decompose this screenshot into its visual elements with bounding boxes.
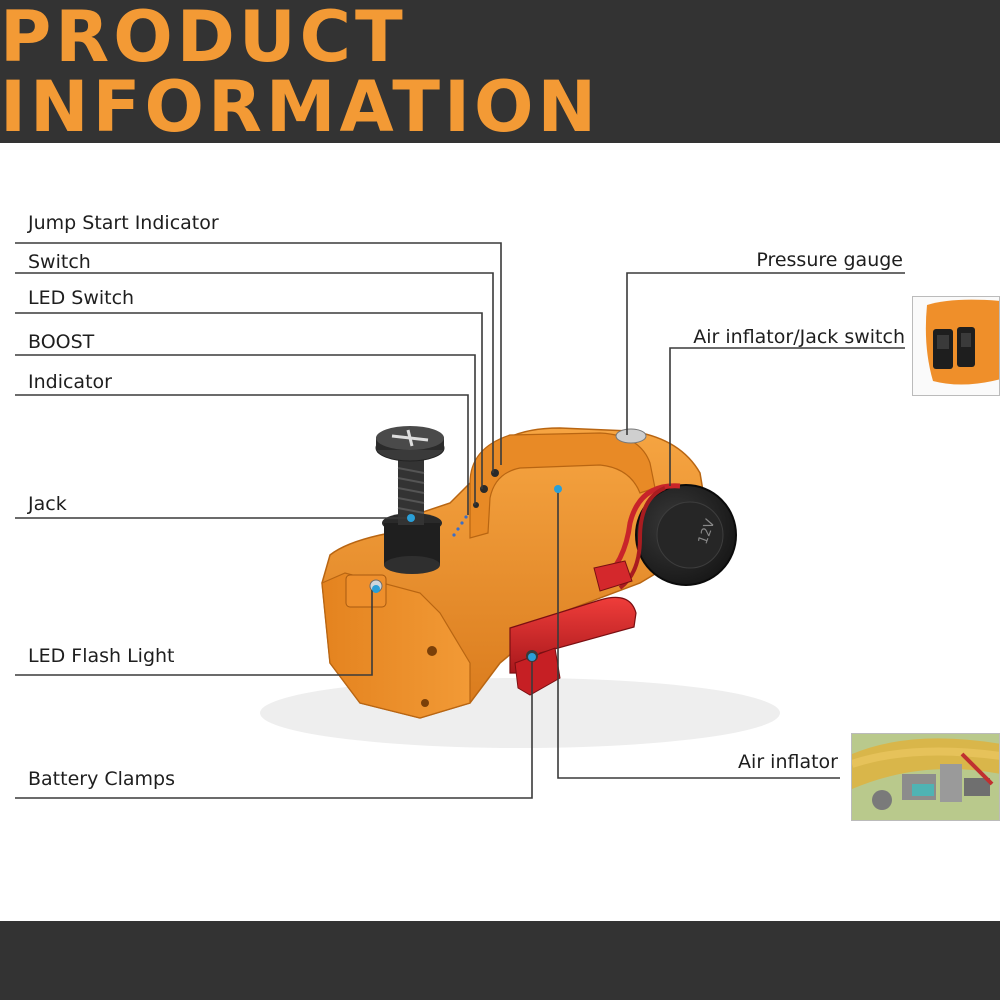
- page-title: PRODUCT INFORMATION: [0, 0, 601, 148]
- inset-air-inflator-closeup: [851, 733, 1000, 821]
- inset-switch-closeup: [912, 296, 1000, 396]
- label-boost: BOOST: [28, 331, 95, 353]
- label-indicator: Indicator: [28, 371, 112, 393]
- label-pressure-gauge: Pressure gauge: [756, 249, 903, 271]
- label-jack: Jack: [28, 493, 67, 515]
- label-led-switch: LED Switch: [28, 287, 135, 309]
- marker-dots: [372, 485, 562, 661]
- car-jack-illustration: 12V: [260, 426, 780, 748]
- footer-banner: [0, 921, 1000, 1000]
- header-banner: PRODUCT INFORMATION: [0, 0, 1000, 143]
- product-diagram: 12V: [0, 143, 1000, 921]
- diagram-artwork: 12V: [15, 242, 905, 799]
- label-battery-clamps: Battery Clamps: [28, 768, 176, 790]
- label-air-inflator: Air inflator: [738, 751, 838, 773]
- label-air-inflator-jack-switch: Air inflator/Jack switch: [693, 326, 905, 348]
- label-led-flash-light: LED Flash Light: [28, 645, 175, 667]
- label-jump-start-indicator: Jump Start Indicator: [28, 212, 219, 234]
- label-switch: Switch: [28, 251, 91, 273]
- leader-lines: [15, 242, 905, 799]
